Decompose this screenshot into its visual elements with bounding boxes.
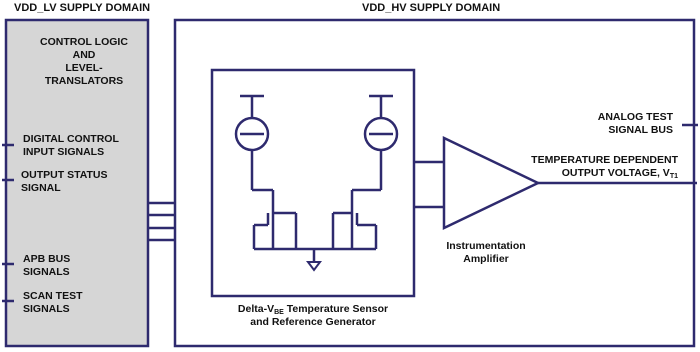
output-status-label: OUTPUT STATUS SIGNAL [21, 169, 108, 194]
sensor-label: Delta-VBE Temperature Sensor and Referen… [237, 303, 389, 328]
apb-bus-label: APB BUS SIGNALS [23, 253, 71, 278]
control-logic-label: CONTROL LOGIC AND LEVEL- TRANSLATORS [40, 36, 128, 87]
digital-control-label: DIGITAL CONTROL INPUT SIGNALS [23, 133, 119, 158]
hv-domain-title: VDD_HV SUPPLY DOMAIN [362, 2, 501, 14]
scan-test-label: SCAN TEST SIGNALS [23, 290, 83, 315]
lv-domain-box [4, 18, 150, 348]
amplifier-label: Instrumentation Amplifier [446, 240, 526, 265]
sensor-circuit [234, 94, 399, 262]
analog-test-label: ANALOG TEST SIGNAL BUS [597, 111, 673, 136]
ground-symbol [306, 261, 322, 272]
amplifier-triangle [442, 136, 541, 230]
lv-domain-title: VDD_LV SUPPLY DOMAIN [14, 2, 151, 14]
signal-lines [2, 123, 698, 303]
temp-output-label: TEMPERATURE DEPENDENT OUTPUT VOLTAGE, VT… [531, 154, 678, 180]
